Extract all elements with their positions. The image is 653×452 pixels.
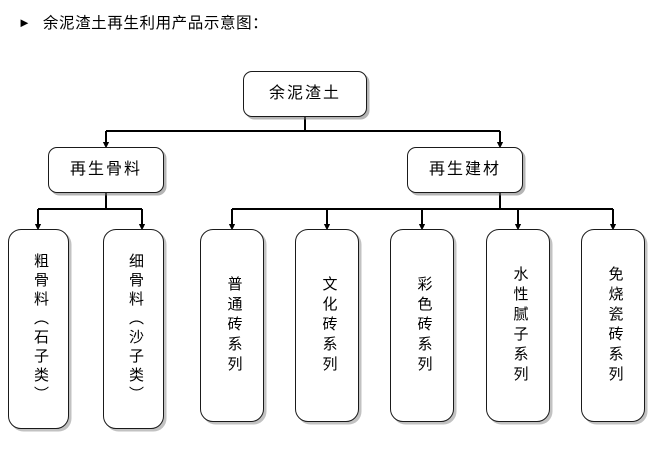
node-recycled-aggregate-label: 再生骨料 bbox=[69, 160, 142, 178]
node-waterborne-putty-series[interactable]: 水性腻子系列 bbox=[486, 229, 550, 422]
node-recycled-aggregate[interactable]: 再生骨料 bbox=[48, 147, 164, 193]
bullet-triangle-icon: ► bbox=[18, 14, 31, 30]
node-fine-aggregate-label: 细骨料（沙子类） bbox=[127, 253, 143, 405]
node-coarse-aggregate-label: 粗骨料（石子类） bbox=[32, 253, 48, 405]
node-culture-brick-series-label: 文化砖系列 bbox=[320, 275, 337, 376]
node-color-brick-series-label: 彩色砖系列 bbox=[415, 275, 432, 376]
node-waterborne-putty-series-label: 水性腻子系列 bbox=[511, 265, 528, 386]
node-fine-aggregate[interactable]: 细骨料（沙子类） bbox=[103, 229, 164, 429]
node-culture-brick-series[interactable]: 文化砖系列 bbox=[295, 229, 359, 422]
node-coarse-aggregate[interactable]: 粗骨料（石子类） bbox=[8, 229, 69, 429]
node-root-label: 余泥渣土 bbox=[268, 84, 341, 102]
node-recycled-building-material-label: 再生建材 bbox=[428, 160, 501, 178]
page-title: 余泥渣土再生利用产品示意图： bbox=[42, 15, 269, 32]
node-recycled-building-material[interactable]: 再生建材 bbox=[407, 147, 523, 193]
node-root[interactable]: 余泥渣土 bbox=[243, 71, 367, 117]
node-unfired-ceramic-tile-series[interactable]: 免烧瓷砖系列 bbox=[581, 229, 645, 422]
node-color-brick-series[interactable]: 彩色砖系列 bbox=[390, 229, 454, 422]
node-plain-brick-series-label: 普通砖系列 bbox=[225, 275, 242, 376]
node-plain-brick-series[interactable]: 普通砖系列 bbox=[200, 229, 264, 422]
caption-row: ► 余泥渣土再生利用产品示意图： bbox=[0, 0, 653, 44]
node-unfired-ceramic-tile-series-label: 免烧瓷砖系列 bbox=[606, 265, 623, 386]
